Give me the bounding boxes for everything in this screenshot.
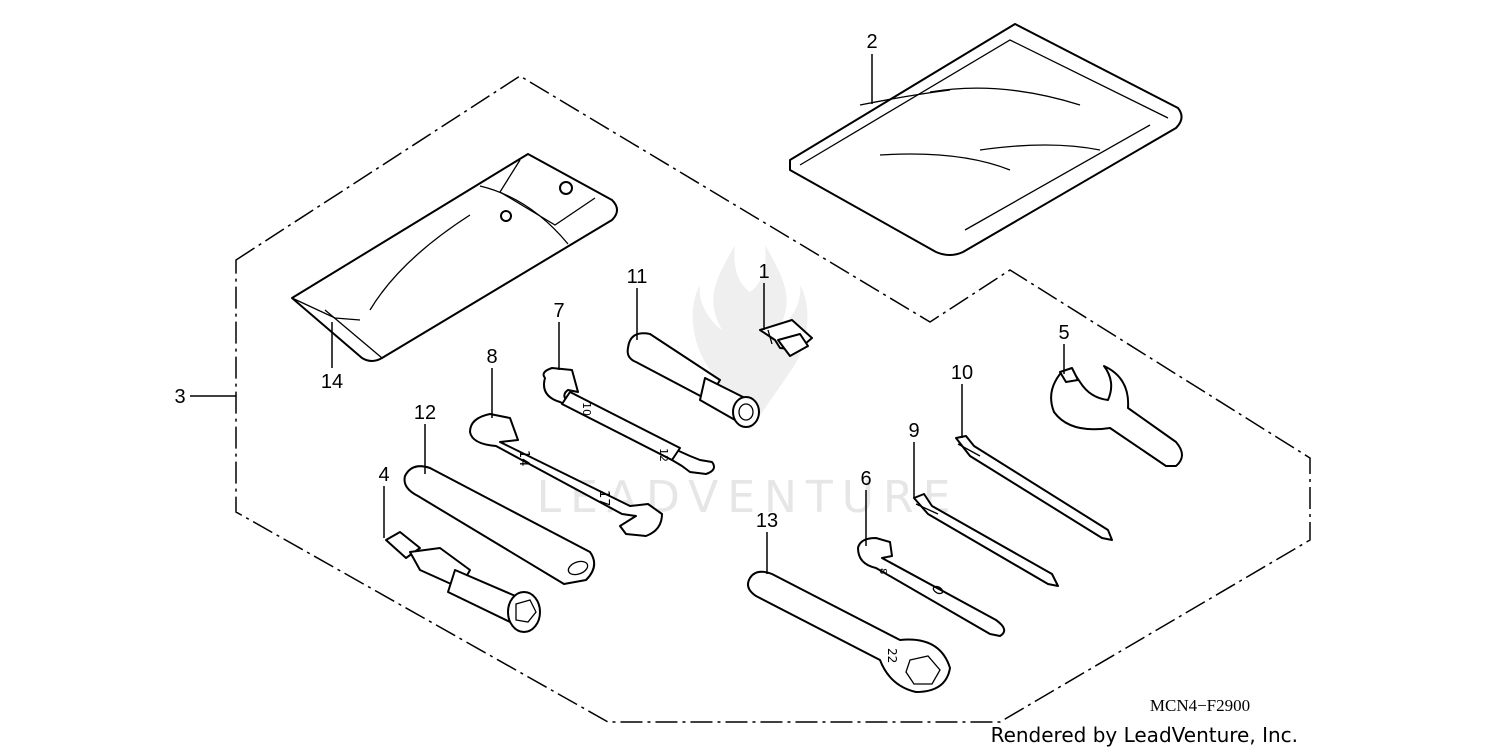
- callout-10: 10: [951, 362, 973, 384]
- wrench-size-stamp: 8: [877, 568, 888, 574]
- wrench-size-stamp-large: 12: [657, 448, 670, 462]
- callout-12: 12: [414, 402, 436, 424]
- box-end-wrench-icon: 22: [747, 570, 951, 693]
- callout-3: 3: [174, 386, 185, 408]
- wrench-size-stamp-small: 10: [580, 402, 593, 416]
- callout-7: 7: [553, 300, 564, 322]
- tool-set-boundary: [235, 75, 1311, 723]
- tool-kit-bag-icon: [789, 23, 1183, 256]
- callout-2: 2: [866, 31, 877, 53]
- tool-pouch-icon: [291, 153, 618, 362]
- wrench-size-stamp: 22: [885, 648, 899, 663]
- callout-4: 4: [378, 464, 389, 486]
- wrench-bit-clip-icon: [759, 319, 813, 357]
- spark-plug-wrench-icon: [385, 531, 541, 633]
- callout-13: 13: [756, 510, 778, 532]
- callout-11: 11: [627, 266, 648, 288]
- callout-14: 14: [321, 371, 343, 393]
- callout-1: 1: [758, 261, 769, 283]
- callout-6: 6: [860, 468, 871, 490]
- render-credit: Rendered by LeadVenture, Inc.: [991, 723, 1298, 747]
- flat-screwdriver-icon: [955, 435, 1113, 541]
- watermark: LEADVENTURE: [537, 245, 950, 523]
- wrench-size-stamp-large: 17: [596, 490, 611, 507]
- open-end-wrench-8mm-icon: 8: [857, 537, 1006, 637]
- phillips-screwdriver-icon: [913, 493, 1059, 587]
- diagram-code: MCN4−F2900: [1150, 696, 1250, 715]
- watermark-logo-icon: [692, 245, 808, 430]
- screwdriver-handle-icon: [626, 332, 760, 428]
- callout-8: 8: [486, 346, 497, 368]
- callout-5: 5: [1058, 322, 1069, 344]
- extension-bar-icon: [403, 465, 596, 585]
- leader-lines: [190, 54, 1065, 574]
- pin-spanner-wrench-icon: [1050, 365, 1183, 467]
- wrench-size-stamp-small: 14: [516, 450, 531, 467]
- open-end-wrench-14-17-icon: 14 17: [469, 413, 663, 537]
- callout-9: 9: [908, 420, 919, 442]
- callout-labels: 2 1 11 7 8 12 4 14 3 5 10 9 6 13: [174, 31, 1069, 532]
- open-end-wrench-10-12-icon: 10 12: [542, 367, 715, 475]
